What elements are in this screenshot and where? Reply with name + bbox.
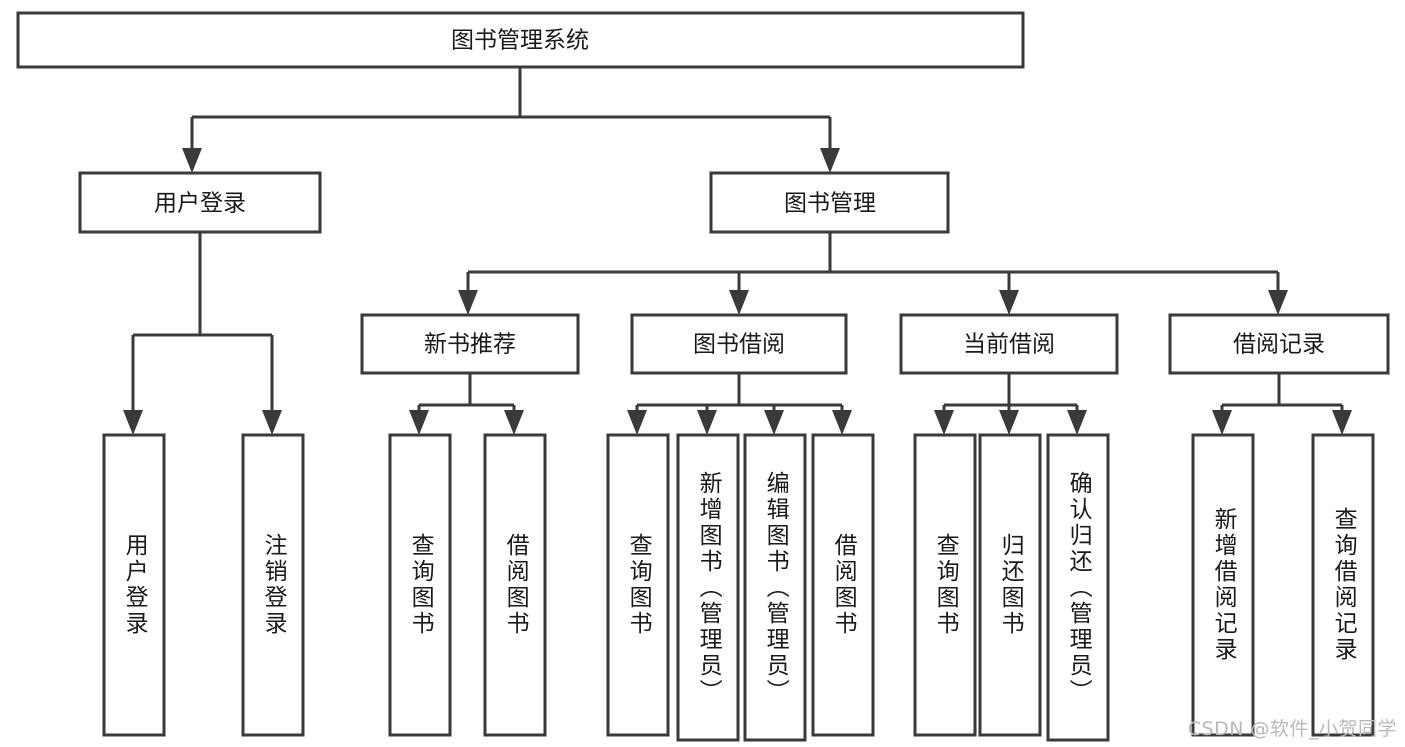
leaf-box-new-book-2[interactable]	[483, 433, 547, 737]
arrow-bookmgmt-to-newbook	[458, 290, 478, 315]
node-user-login-label: 用户登录	[154, 191, 246, 217]
leaf-box-current-borrow-2[interactable]	[978, 433, 1042, 737]
leaf-box-current-borrow-3[interactable]	[1046, 433, 1110, 742]
node-borrow-record[interactable]: 借阅记录	[1168, 313, 1390, 375]
leaf-box-book-borrow-4[interactable]	[811, 433, 875, 737]
arrow-borrow-leaf4	[832, 410, 852, 435]
csdn-watermark: CSDN @软件_小贺同学	[1187, 718, 1397, 740]
arrow-userlogin-leaf1	[123, 410, 143, 435]
arrow-userlogin-leaf2	[262, 410, 282, 435]
arrow-bookmgmt-to-record	[1268, 290, 1288, 315]
node-new-book-recommend[interactable]: 新书推荐	[360, 313, 580, 375]
node-book-borrow-box	[630, 313, 848, 375]
leaf-box-current-borrow-1[interactable]	[913, 433, 977, 737]
node-new-book-recommend-label: 新书推荐	[424, 332, 516, 358]
leaf-box-borrow-record-1[interactable]	[1191, 433, 1255, 737]
arrow-newbook-leaf1	[409, 410, 429, 435]
arrow-newbook-leaf2	[504, 410, 524, 435]
node-book-borrow-label: 图书借阅	[693, 332, 785, 358]
arrow-bookmgmt-to-borrow	[729, 290, 749, 315]
leaf-box-user-login-2[interactable]	[241, 433, 305, 737]
node-root-box	[16, 11, 1025, 69]
node-root-label: 图书管理系统	[451, 28, 589, 54]
leaf-box-book-borrow-2[interactable]	[676, 433, 740, 742]
arrow-root-to-bookmgmt	[820, 148, 840, 173]
node-borrow-record-box	[1168, 313, 1390, 375]
node-book-management[interactable]: 图书管理	[709, 171, 950, 234]
arrow-borrow-leaf2	[697, 410, 717, 435]
node-current-borrow-label: 当前借阅	[963, 332, 1055, 358]
node-book-management-box	[709, 171, 950, 234]
node-borrow-record-label: 借阅记录	[1233, 332, 1325, 358]
arrow-bookmgmt-to-current	[999, 290, 1019, 315]
node-user-login[interactable]: 用户登录	[78, 171, 322, 234]
arrow-root-to-userlogin	[182, 148, 202, 173]
leaf-box-user-login-1[interactable]	[102, 433, 166, 737]
arrow-borrow-leaf1	[627, 410, 647, 435]
arrow-record-leaf2	[1332, 410, 1352, 435]
leaf-box-book-borrow-3[interactable]	[743, 433, 807, 742]
arrow-current-leaf3	[1067, 410, 1087, 435]
node-book-management-label: 图书管理	[784, 191, 876, 217]
arrow-borrow-leaf3	[764, 410, 784, 435]
node-book-borrow[interactable]: 图书借阅	[630, 313, 848, 375]
arrow-record-leaf1	[1212, 410, 1232, 435]
leaf-box-new-book-1[interactable]	[388, 433, 452, 737]
arrow-current-leaf1	[934, 410, 954, 435]
node-current-borrow-box	[899, 313, 1119, 375]
node-root[interactable]: 图书管理系统	[16, 11, 1025, 69]
node-new-book-recommend-box	[360, 313, 580, 375]
leaf-box-borrow-record-2[interactable]	[1311, 433, 1375, 737]
leaf-box-book-borrow-1[interactable]	[606, 433, 670, 737]
arrow-current-leaf2	[999, 410, 1019, 435]
node-current-borrow[interactable]: 当前借阅	[899, 313, 1119, 375]
